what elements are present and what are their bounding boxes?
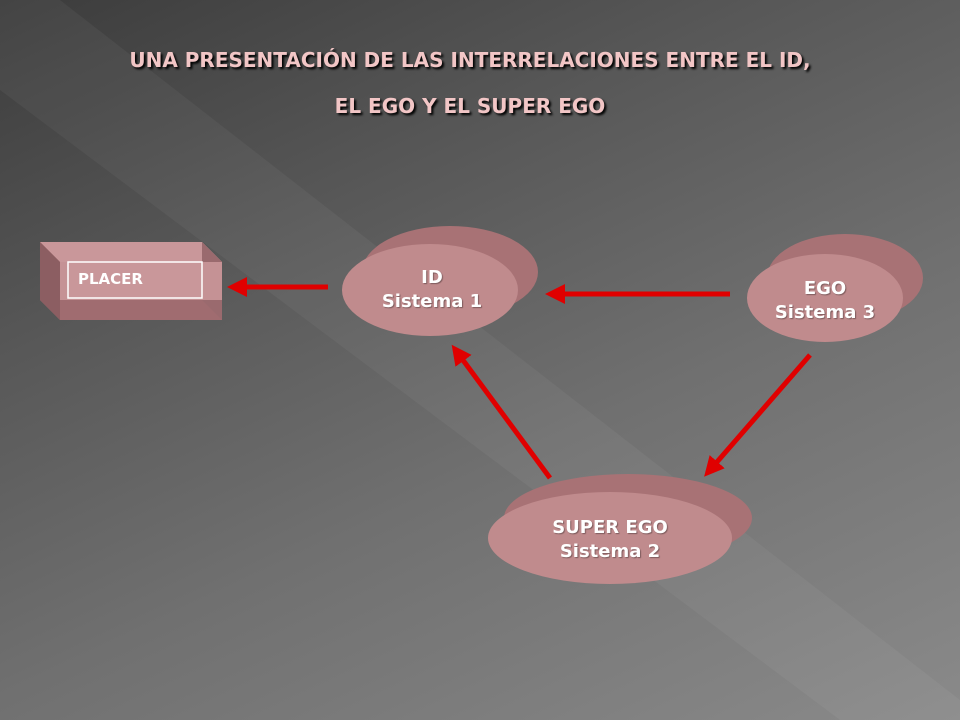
id-node [342,226,538,336]
superego-node-name: SUPER EGO [552,517,668,538]
ego-node-name: EGO [803,278,847,299]
superego-node-label: SUPER EGO Sistema 2 [530,516,690,564]
ego-node-label: EGO Sistema 3 [755,277,895,325]
id-node-system: Sistema 1 [381,291,483,312]
placer-box [40,242,222,320]
ego-node-system: Sistema 3 [774,302,876,323]
arrow-ego-to-superego [704,353,812,477]
placer-label: PLACER [78,270,143,288]
id-node-name: ID [421,267,443,288]
superego-node-system: Sistema 2 [559,541,661,562]
ego-node [747,234,923,342]
title-line-2: EL EGO Y EL SUPER EGO [334,94,606,118]
id-node-label: ID Sistema 1 [362,266,502,314]
title-line-1: UNA PRESENTACIÓN DE LAS INTERRELACIONES … [129,48,811,72]
arrow-superego-to-id [451,344,553,480]
superego-node [488,474,752,584]
